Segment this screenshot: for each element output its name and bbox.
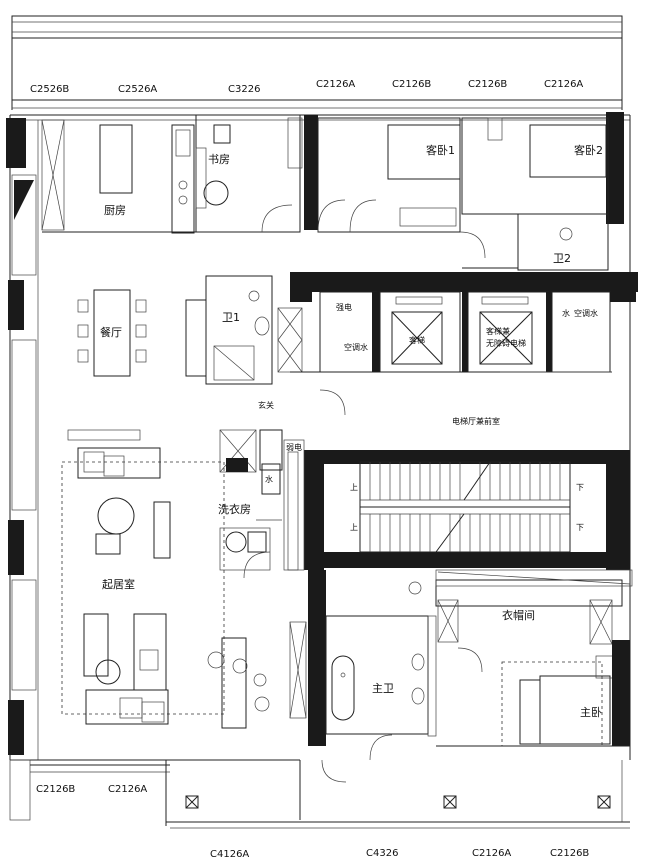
window-code: C4126A (210, 849, 249, 860)
bottom-balcony (9, 759, 630, 829)
window-code: C2126B (468, 79, 507, 90)
room-label-dining: 餐厅 (100, 325, 122, 339)
window-code: C2126B (550, 848, 589, 859)
room-label-water2: 水 (265, 474, 273, 484)
room-label-ac-well: 空调水 (574, 308, 598, 318)
stair-label-up: 上 (350, 523, 358, 532)
stairs: 上 下 上 下 (304, 450, 630, 570)
room-label-ac-water: 空调水 (344, 342, 368, 352)
bath-1: 卫1 (185, 275, 273, 385)
window-codes-bottom: C2126B C2126A C4126A C4326 C2126A C2126B (36, 784, 589, 860)
study: 书房 (195, 114, 303, 233)
window-code: C2126A (108, 784, 147, 795)
room-label-master-bath: 主卫 (372, 682, 394, 695)
window-code: C2126B (36, 784, 75, 795)
window-code: C2126A (316, 79, 355, 90)
stair-label-down: 下 (576, 523, 584, 532)
room-label-bath2: 卫2 (553, 252, 571, 265)
room-label-bedroom2: 客卧2 (574, 143, 603, 157)
dining: 餐厅 (77, 289, 147, 377)
room-label-elevator1: 客梯 (409, 335, 425, 345)
room-label-water: 水 (562, 308, 570, 318)
window-codes-top: C2526B C2526A C3226 C2126A C2126B C2126B… (30, 79, 583, 95)
window-code: C3226 (228, 84, 260, 95)
closet: 衣帽间 (435, 569, 633, 673)
room-label-bedroom1: 客卧1 (426, 143, 455, 157)
top-balcony (11, 15, 623, 110)
stair-label-down: 下 (576, 483, 584, 492)
window-code: C4326 (366, 848, 398, 859)
room-label-laundry: 洗衣房 (218, 502, 251, 516)
window-code: C2126A (472, 848, 511, 859)
elevator-hall: 电梯厅兼前室 玄关 (258, 389, 500, 426)
room-label-bath1: 卫1 (222, 311, 240, 324)
living-room: 起居室 (61, 429, 225, 725)
island-counter (207, 637, 270, 729)
bedroom-1: 客卧1 (317, 117, 486, 259)
window-code: C2526B (30, 84, 69, 95)
room-label-foyer: 玄关 (258, 400, 274, 410)
kitchen: 厨房 (42, 124, 196, 234)
room-label-weak-elec: 弱电 (286, 442, 302, 452)
room-label-master-bed: 主卧 (580, 706, 602, 719)
room-label-elec: 强电 (336, 302, 352, 312)
master-bath: 主卫 (289, 570, 437, 783)
window-code: C2526A (118, 84, 157, 95)
room-label-kitchen: 厨房 (104, 204, 126, 217)
room-label-elevator2-sub: 无障碍电梯 (486, 338, 526, 348)
room-label-elevator-hall: 电梯厅兼前室 (452, 416, 500, 426)
room-label-elevator2: 客梯兼 (486, 326, 510, 336)
window-code: C2126A (544, 79, 583, 90)
room-label-study: 书房 (208, 153, 230, 166)
master-bedroom: 主卧 (436, 640, 630, 747)
room-label-living: 起居室 (102, 577, 135, 591)
bedroom-2: 客卧2 卫2 (461, 117, 609, 271)
room-label-closet: 衣帽间 (502, 608, 535, 622)
stair-label-up: 上 (350, 483, 358, 492)
core: 强电 空调水 客梯 客梯兼 无障碍电梯 水 空调水 (277, 272, 638, 373)
outer-walls (6, 112, 631, 761)
window-code: C2126B (392, 79, 431, 90)
laundry: 弱电 水 洗衣房 (218, 429, 305, 579)
